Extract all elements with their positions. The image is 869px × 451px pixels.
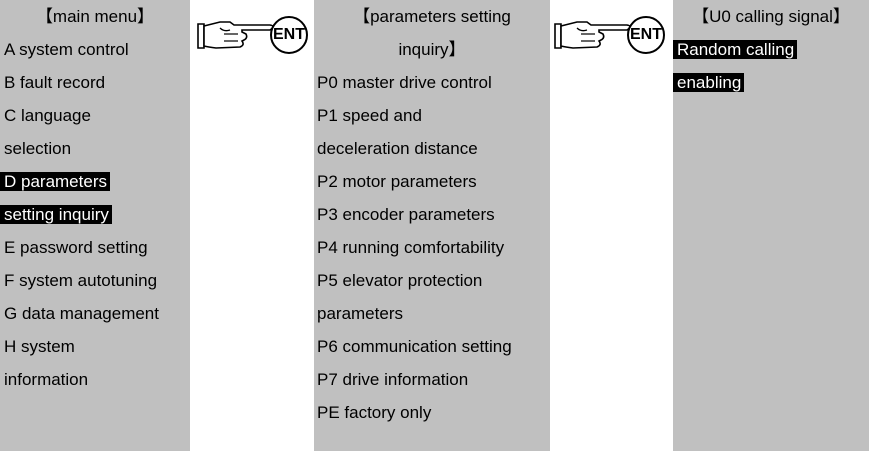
- params-menu-panel: 【parameters setting inquiry】 P0 master d…: [314, 0, 550, 451]
- params-menu-item-label: parameters: [317, 304, 403, 323]
- ent-key-icon[interactable]: ENT: [627, 16, 665, 54]
- params-menu-item-label: P5 elevator protection: [317, 271, 483, 290]
- main-menu-item-label: E password setting: [4, 238, 148, 257]
- params-menu-item-label: P6 communication setting: [317, 337, 512, 356]
- u0-menu-panel: 【U0 calling signal】 Random calling enabl…: [673, 0, 869, 451]
- main-menu-item-label: information: [4, 370, 89, 389]
- main-menu-item-f[interactable]: F system autotuning: [0, 264, 190, 297]
- main-menu-item-h[interactable]: H system information: [0, 330, 190, 396]
- ent-key-label: ENT: [273, 26, 305, 43]
- main-menu-item-c[interactable]: C language selection: [0, 99, 190, 165]
- ent-key-arrow-1: ENT: [194, 14, 314, 58]
- ent-key-icon[interactable]: ENT: [270, 16, 308, 54]
- params-menu-item-p0[interactable]: P0 master drive control: [314, 66, 550, 99]
- params-menu-item-p2[interactable]: P2 motor parameters: [314, 165, 550, 198]
- params-menu-item-label: P4 running comfortability: [317, 238, 505, 257]
- params-menu-item-label: PE factory only: [317, 403, 432, 422]
- u0-menu-item-label-selected: enabling: [673, 73, 745, 92]
- params-menu-item-pe[interactable]: PE factory only: [314, 396, 550, 429]
- main-menu-item-label: H system: [4, 337, 75, 356]
- main-menu-item-d[interactable]: D parameters setting inquiry: [0, 165, 190, 231]
- main-menu-item-label-selected: D parameters: [0, 172, 110, 191]
- params-menu-title-line: 【parameters setting: [353, 7, 511, 26]
- ent-key-arrow-2: ENT: [551, 14, 671, 58]
- main-menu-item-label: selection: [4, 139, 72, 158]
- main-menu-item-label: F system autotuning: [4, 271, 158, 290]
- ent-key-label: ENT: [630, 26, 662, 43]
- params-menu-title: 【parameters setting inquiry】: [314, 0, 550, 66]
- params-menu-item-p7[interactable]: P7 drive information: [314, 363, 550, 396]
- main-menu-item-b[interactable]: B fault record: [0, 66, 190, 99]
- params-menu-item-p3[interactable]: P3 encoder parameters: [314, 198, 550, 231]
- main-menu-item-label: A system control: [4, 40, 129, 59]
- params-menu-item-label: P0 master drive control: [317, 73, 492, 92]
- main-menu-item-label: C language: [4, 106, 91, 125]
- u0-menu-item-random-calling[interactable]: Random calling enabling: [673, 33, 869, 99]
- main-menu-item-label: B fault record: [4, 73, 106, 92]
- params-menu-item-p5[interactable]: P5 elevator protection parameters: [314, 264, 550, 330]
- params-menu-item-label: P2 motor parameters: [317, 172, 477, 191]
- params-menu-item-label: P1 speed and: [317, 106, 422, 125]
- main-menu-item-a[interactable]: A system control: [0, 33, 190, 66]
- params-menu-item-p6[interactable]: P6 communication setting: [314, 330, 550, 363]
- params-menu-title-line: inquiry】: [398, 40, 466, 59]
- params-menu-item-label: deceleration distance: [317, 139, 478, 158]
- params-menu-item-label: P3 encoder parameters: [317, 205, 495, 224]
- params-menu-item-label: P7 drive information: [317, 370, 469, 389]
- main-menu-title: 【main menu】: [35, 7, 155, 26]
- main-menu-panel: 【main menu】 A system control B fault rec…: [0, 0, 190, 451]
- main-menu-item-g[interactable]: G data management: [0, 297, 190, 330]
- u0-menu-title: 【U0 calling signal】: [692, 7, 850, 26]
- main-menu-item-label-selected: setting inquiry: [0, 205, 112, 224]
- params-menu-item-p4[interactable]: P4 running comfortability: [314, 231, 550, 264]
- params-menu-item-p1[interactable]: P1 speed and deceleration distance: [314, 99, 550, 165]
- main-menu-item-e[interactable]: E password setting: [0, 231, 190, 264]
- u0-menu-item-label-selected: Random calling: [673, 40, 798, 59]
- main-menu-item-label: G data management: [4, 304, 159, 323]
